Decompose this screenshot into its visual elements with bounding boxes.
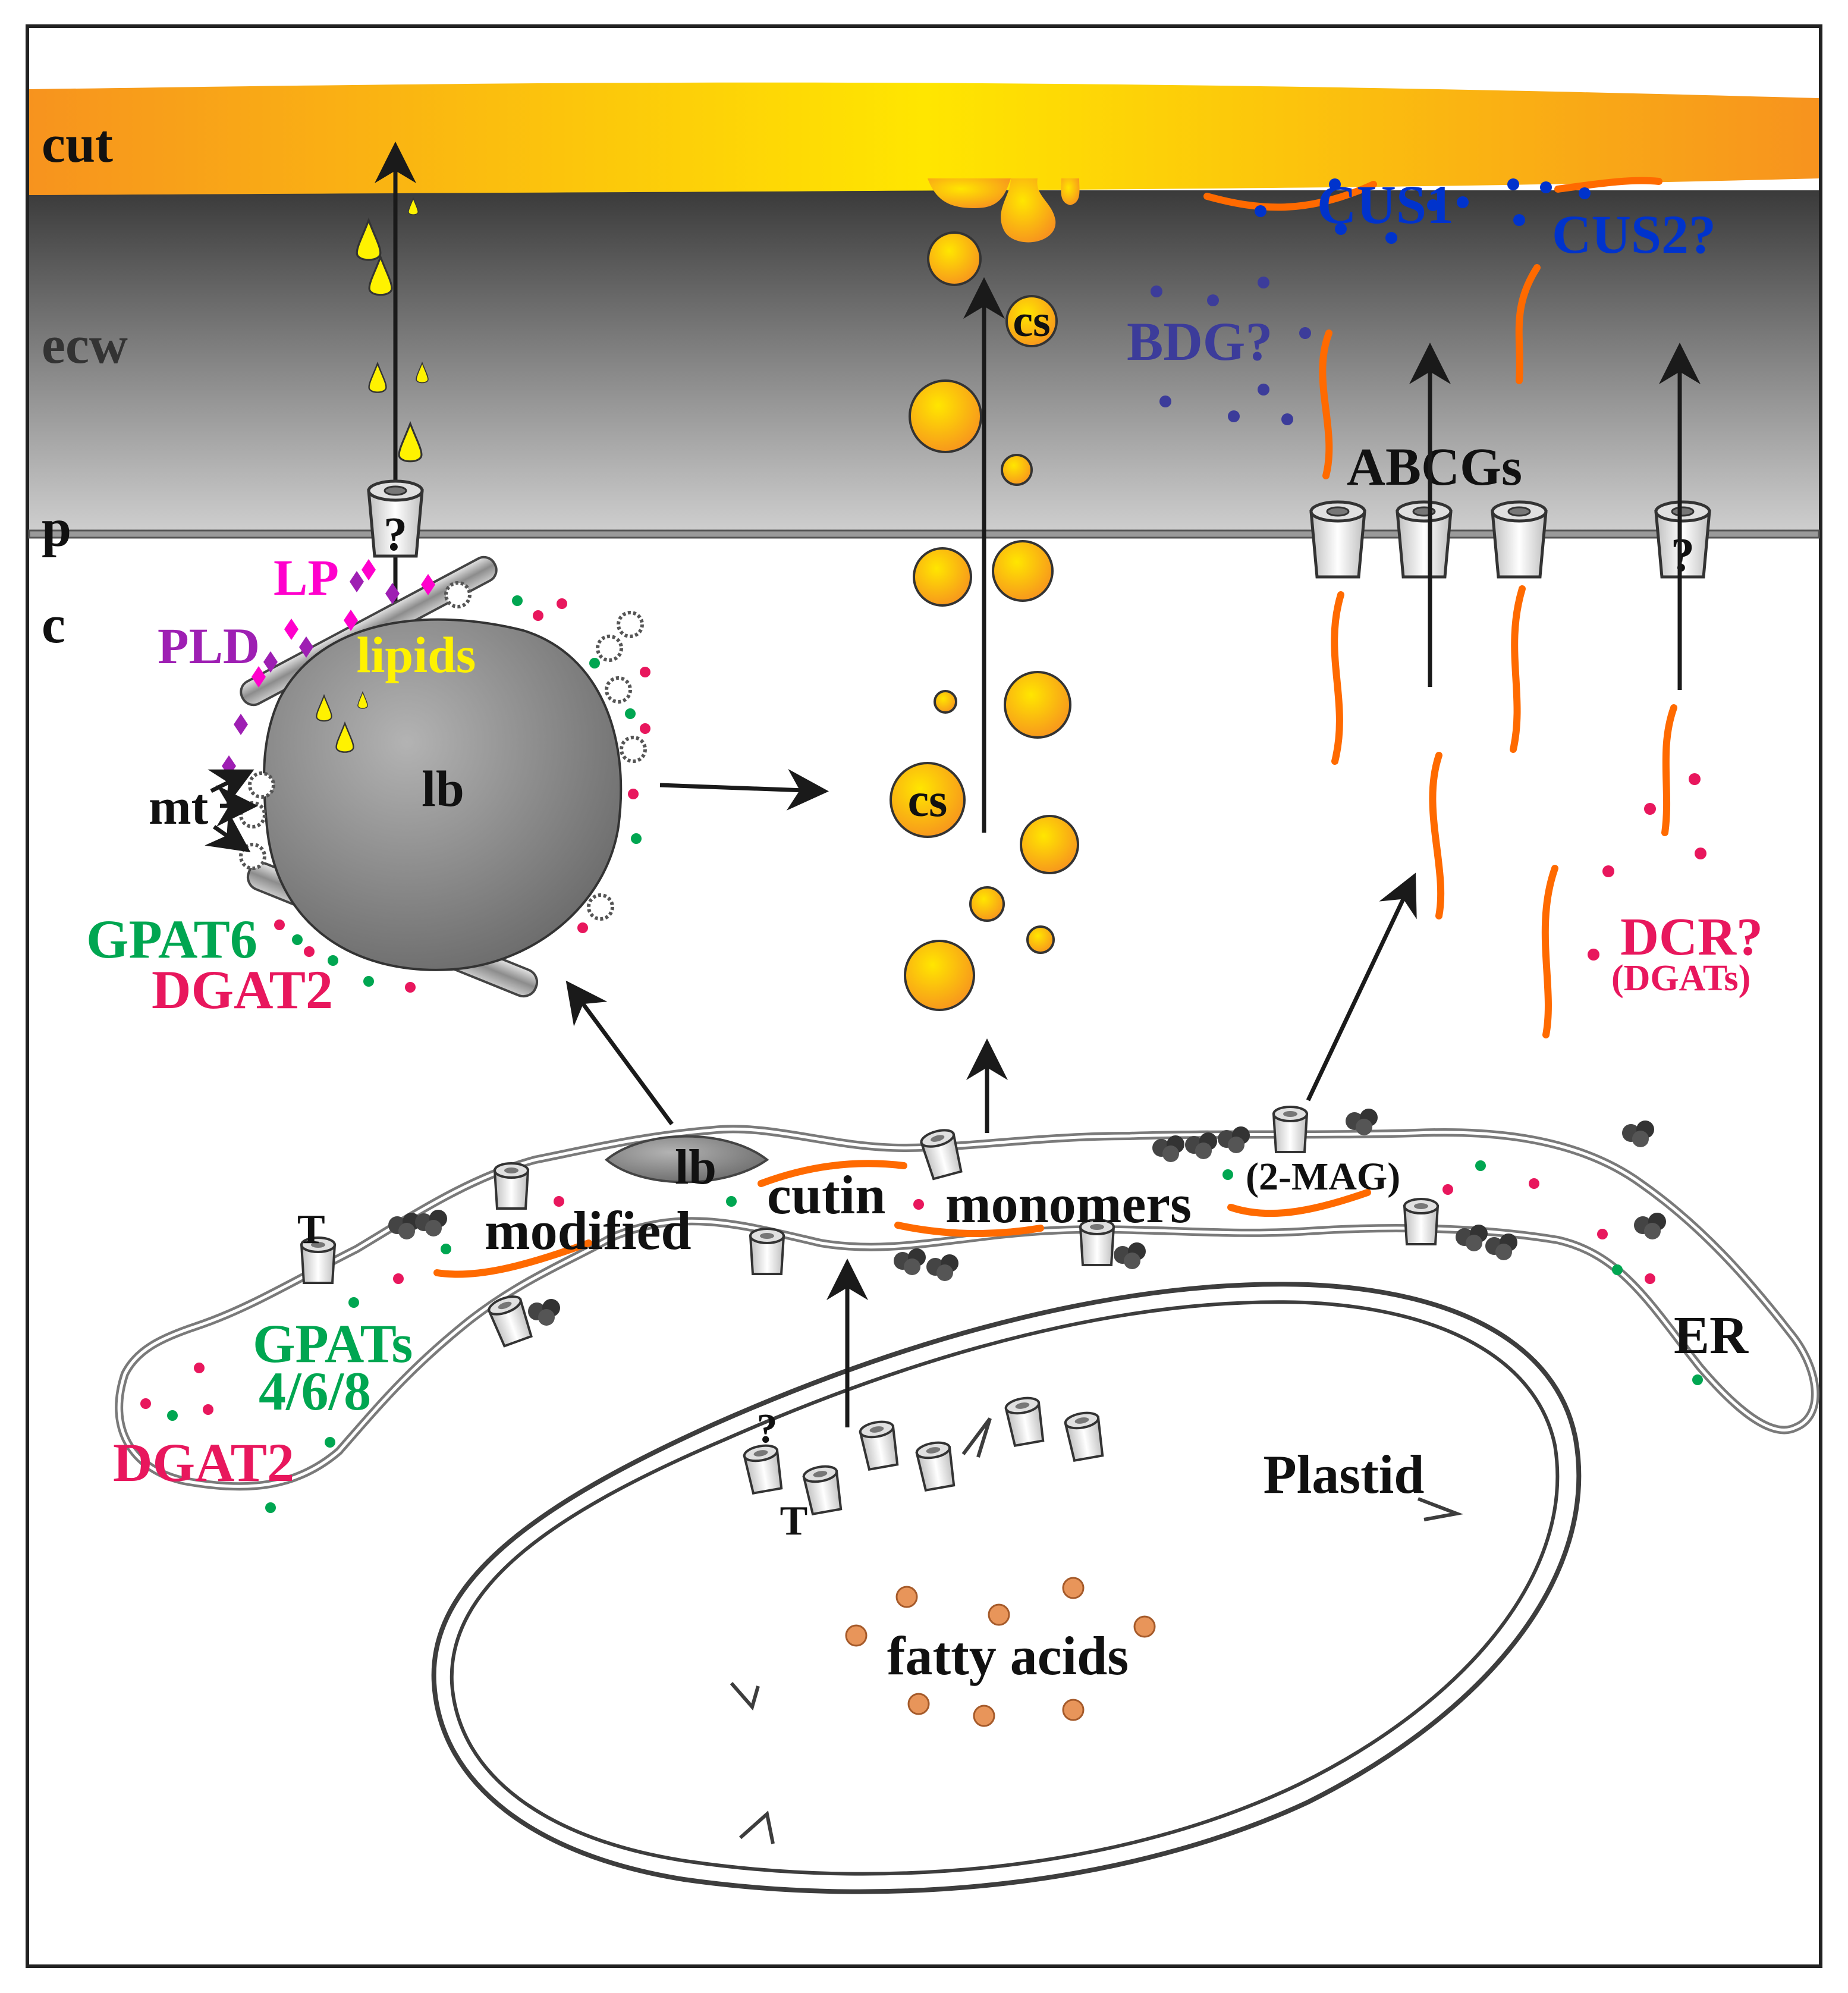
- label-plastid: Plastid: [1264, 1444, 1425, 1505]
- label-cus1: CUS1: [1317, 174, 1454, 235]
- lp-diamonds: [252, 559, 435, 688]
- arrow-er-to-abcg: [1306, 872, 1417, 1101]
- er-lipid-body: [604, 1135, 769, 1184]
- arrow-er-to-lipid-body: [565, 980, 674, 1126]
- fatty-acid-dots: [845, 1577, 1156, 1727]
- label-er: ER: [1674, 1306, 1749, 1365]
- cus1-dots: [1255, 178, 1591, 244]
- label-monomers: monomers: [945, 1173, 1192, 1234]
- transporter-unknown-right-label: ?: [1671, 529, 1695, 582]
- label-mt: mt: [149, 778, 209, 835]
- label-fatty-acids: fatty acids: [887, 1625, 1129, 1686]
- label-abcgs: ABCGs: [1347, 438, 1522, 497]
- plastid-transporter-label: T: [780, 1498, 808, 1544]
- label-dgats: (DGATs): [1611, 958, 1750, 999]
- label-pld: PLD: [158, 617, 260, 674]
- label-cus2: CUS2?: [1552, 204, 1716, 265]
- cutin-monomer-strands-wall: [1203, 177, 1677, 1038]
- layer-label-ecw: ecw: [42, 316, 128, 375]
- mt-pointer-arrows: [205, 769, 258, 853]
- label-gpats: GPATs: [253, 1313, 413, 1374]
- plastid-outer-envelope: [431, 1282, 1582, 1894]
- label-cutin: cutin: [767, 1165, 885, 1225]
- label-gpat6: GPAT6: [86, 909, 257, 969]
- extracellular-cell-wall: [29, 190, 1819, 535]
- label-dgat2-er: DGAT2: [113, 1432, 294, 1493]
- arrow-lipid-body-to-cutinsomes: [659, 768, 829, 811]
- dcr-dots: [1588, 773, 1706, 961]
- er-transporter-label: T: [297, 1207, 325, 1253]
- layer-label-cut: cut: [42, 115, 113, 174]
- label-2-mag: (2-MAG): [1246, 1155, 1400, 1198]
- plasma-membrane: [28, 529, 1820, 539]
- plastid-unknown-transporter-label: ?: [757, 1406, 778, 1452]
- layer-label-p: p: [42, 499, 71, 558]
- layer-label-c: c: [42, 595, 65, 654]
- cuticle-layer: [29, 82, 1819, 195]
- label-cutinsome-middle: cs: [908, 774, 948, 827]
- transporter-unknown-left-label: ?: [384, 509, 407, 561]
- plastid-inner-envelope: [450, 1300, 1560, 1876]
- label-lp: LP: [274, 549, 339, 606]
- cutinsomes: [890, 231, 1079, 1011]
- label-lipid-body: lb: [422, 760, 464, 817]
- label-gpats-numbers: 4/6/8: [259, 1361, 371, 1421]
- label-cutinsome-top: cs: [1013, 296, 1050, 346]
- label-lipids: lipids: [357, 626, 476, 683]
- label-dgat2-lipid-body: DGAT2: [152, 959, 333, 1020]
- lipid-body: [263, 618, 623, 971]
- er-membrane-highlight: [117, 1127, 1817, 1488]
- bdg-dots: [1151, 277, 1311, 425]
- label-bdg: BDG?: [1127, 311, 1272, 372]
- label-modified: modified: [485, 1200, 692, 1261]
- cuticle-drips: [928, 178, 1080, 243]
- cutin-monomer-strands-er: [433, 1160, 1371, 1278]
- label-er-lipid-body: lb: [675, 1140, 716, 1195]
- enzyme-dots-er: [140, 1160, 1703, 1513]
- label-dcr: DCR?: [1620, 908, 1763, 966]
- plastid-invaginations: [730, 1417, 1464, 1844]
- enzyme-dots-lipid-body: [274, 595, 650, 993]
